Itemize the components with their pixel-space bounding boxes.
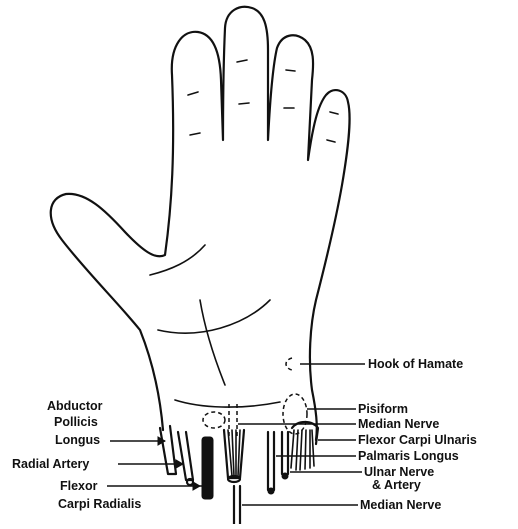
label-ulnar-nerve-line2: & Artery: [372, 478, 421, 492]
crease-middle-1: [237, 60, 247, 62]
pisiform-outline: [283, 394, 307, 434]
wrist-structures: [160, 422, 318, 524]
hook-of-hamate-outline: [286, 358, 292, 370]
label-median-nerve-lower: Median Nerve: [360, 498, 441, 512]
crease-ring-1: [286, 70, 295, 71]
label-abductor-line3: Longus: [55, 433, 100, 447]
thenar-line: [200, 300, 225, 385]
scaphoid-outline: [203, 412, 225, 428]
radial-artery-end: [187, 479, 193, 485]
hand-illustration: [51, 7, 350, 440]
ulnar-nerve-fibers: [291, 430, 314, 470]
hand-outline: [51, 7, 350, 440]
crease-index-1: [188, 92, 198, 95]
label-median-nerve-upper: Median Nerve: [358, 417, 439, 431]
palmaris-longus-tendon: [268, 432, 274, 490]
label-flexor-line2: Carpi Radialis: [58, 497, 141, 511]
label-flexor-line1: Flexor: [60, 479, 98, 493]
label-flexor-carpi-ulnaris: Flexor Carpi Ulnaris: [358, 433, 477, 447]
label-abductor-line2: Pollicis: [54, 415, 98, 429]
crease-middle-2: [239, 103, 249, 104]
crease-index-2: [190, 133, 200, 135]
abductor-tendon: [160, 426, 176, 474]
median-nerve-fibers: [228, 430, 240, 476]
palmaris-longus-end: [268, 488, 274, 494]
label-hook-of-hamate: Hook of Hamate: [368, 357, 463, 371]
palm-crease: [158, 300, 270, 333]
crease-little-2: [327, 140, 335, 142]
arrow-flexor-carpi-radialis: [193, 482, 200, 490]
ulnar-artery-end: [282, 473, 288, 479]
label-ulnar-nerve-line1: Ulnar Nerve: [364, 465, 434, 479]
median-nerve-lower: [234, 486, 240, 524]
radial-artery: [178, 432, 193, 480]
label-abductor-line1: Abductor: [47, 399, 103, 413]
flexor-carpi-radialis-tendon: [202, 437, 213, 499]
label-palmaris-longus: Palmaris Longus: [358, 449, 459, 463]
crease-little-1: [330, 112, 338, 114]
label-pisiform: Pisiform: [358, 402, 408, 416]
thumb-crease: [150, 245, 205, 275]
label-radial-artery: Radial Artery: [12, 457, 89, 471]
ulnar-artery: [282, 432, 288, 474]
wrist-line: [175, 400, 280, 407]
